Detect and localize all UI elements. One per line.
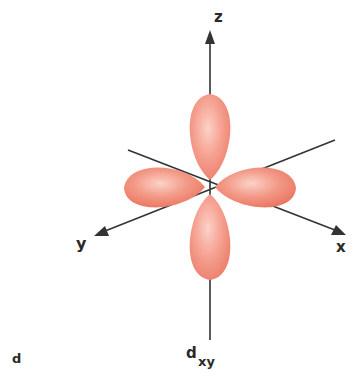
y-arrowhead bbox=[94, 226, 109, 236]
x-arrowhead bbox=[331, 225, 346, 235]
axes bbox=[100, 40, 340, 340]
right-lobe bbox=[215, 168, 296, 208]
z-arrowhead bbox=[205, 30, 215, 44]
orbital-name: d bbox=[186, 346, 197, 361]
orbital-subscript: xy bbox=[198, 355, 215, 368]
axis-label: z bbox=[214, 10, 223, 25]
axis-label: y bbox=[76, 236, 86, 252]
caption-letter: d bbox=[12, 352, 21, 365]
left-lobe bbox=[124, 168, 205, 208]
axis-label: x bbox=[336, 240, 346, 255]
bottom-lobe bbox=[190, 194, 231, 280]
top-lobe bbox=[190, 94, 231, 180]
